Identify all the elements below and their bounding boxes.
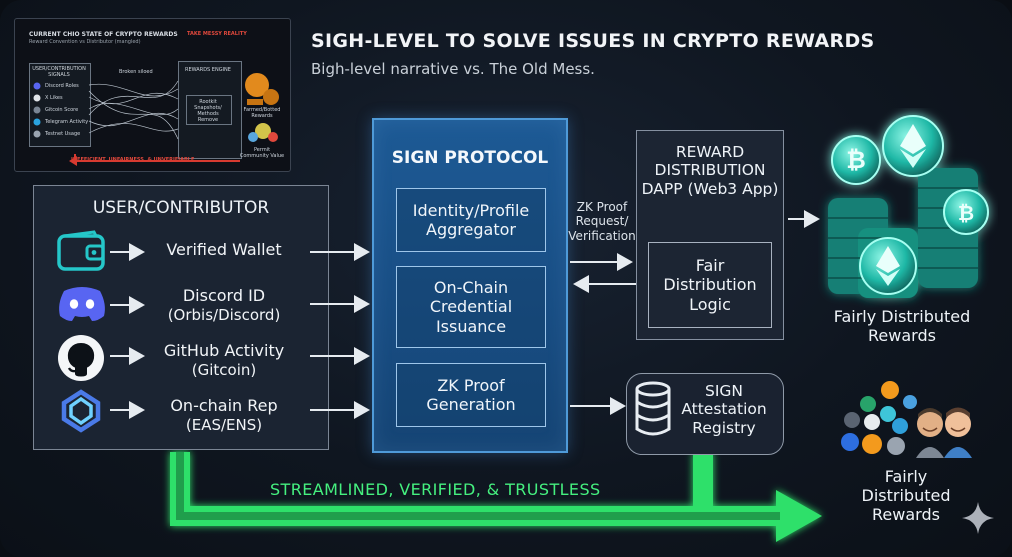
inset-title: CURRENT CHIO STATE OF CRYPTO REWARDS bbox=[29, 31, 178, 38]
inset-community-icon bbox=[255, 123, 271, 139]
ens-icon bbox=[61, 389, 101, 433]
zk-proof-generation-module: ZK Proof Generation bbox=[396, 363, 546, 427]
verified-wallet-label: Verified Wallet bbox=[166, 240, 282, 259]
inset-engine-label: REWARDS ENGINE bbox=[185, 67, 231, 73]
onchain-rep-label: On-chain Rep bbox=[170, 396, 278, 415]
inset-broken-label: Broken siloed bbox=[119, 69, 153, 75]
inset-item: Discord Roles bbox=[45, 83, 79, 89]
database-icon bbox=[635, 381, 671, 436]
tokens-and-people-icon bbox=[841, 381, 972, 458]
attestation-registry-box bbox=[626, 373, 784, 455]
inset-tangled-lines bbox=[88, 80, 179, 140]
user-contributor-box bbox=[33, 185, 329, 450]
inset-testnet-icon bbox=[33, 130, 41, 138]
inset-coin-icon bbox=[263, 89, 279, 105]
inset-subtitle: Reward Convention vs Distributor (mangle… bbox=[29, 39, 141, 45]
identity-aggregator-module: Identity/Profile Aggregator bbox=[396, 188, 546, 252]
onchain-rep-sub: (EAS/ENS) bbox=[185, 416, 263, 434]
wallet-icon bbox=[57, 230, 105, 271]
sign-protocol-title: SIGN PROTOCOL bbox=[391, 148, 549, 168]
fairly-distributed-rewards-bottom: Fairly Distributed Rewards bbox=[861, 467, 951, 524]
github-activity-sub: (Gitcoin) bbox=[191, 361, 257, 379]
streamlined-verified-trustless-label: STREAMLINED, VERIFIED, & TRUSTLESS bbox=[270, 480, 601, 499]
discord-icon bbox=[59, 287, 105, 321]
discord-id-sub: (Orbis/Discord) bbox=[167, 306, 281, 324]
inset-signals-header: USER/CONTRIBUTION SIGNALS bbox=[32, 66, 86, 78]
page-subtitle: Bigh-level narrative vs. The Old Mess. bbox=[311, 60, 595, 78]
svg-text:₿: ₿ bbox=[846, 146, 866, 174]
fairly-distributed-rewards-top: Fairly Distributed Rewards bbox=[833, 307, 971, 345]
inset-item: X Likes bbox=[45, 95, 63, 101]
inset-gitcoin-icon bbox=[33, 106, 41, 114]
reward-distribution-dapp-title: REWARD DISTRIBUTION DAPP (Web3 App) bbox=[641, 143, 779, 198]
inset-item: Gitcoin Score bbox=[45, 107, 79, 113]
discord-id-label: Discord ID bbox=[182, 286, 266, 305]
inset-engine-header: TAKE MESSY REALITY bbox=[187, 31, 247, 37]
github-icon bbox=[58, 335, 104, 381]
github-activity-label: GitHub Activity bbox=[163, 341, 285, 360]
inset-farmed-label: Farmed/Botted Rewards bbox=[243, 107, 281, 119]
page-title: SIGH-LEVEL TO SOLVE ISSUES IN CRYPTO REW… bbox=[311, 30, 875, 52]
credential-issuance-module: On-Chain Credential Issuance bbox=[396, 266, 546, 348]
inset-x-icon bbox=[33, 94, 41, 102]
sparkle-icon bbox=[962, 502, 994, 534]
inset-graphics bbox=[33, 73, 279, 166]
inset-engine-inner-box bbox=[186, 95, 232, 125]
reward-distribution-dapp-box bbox=[636, 130, 784, 340]
attestation-registry-label: SIGN Attestation Registry bbox=[681, 382, 767, 437]
coin-stack-icon: ₿ ₿ bbox=[828, 115, 989, 298]
old-mess-inset: CURRENT CHIO STATE OF CRYPTO REWARDS Rew… bbox=[14, 18, 291, 172]
inset-engine-inner: Rootkit Snapshots/ Methods Remove bbox=[194, 99, 222, 123]
zk-proof-request-note: ZK Proof Request/ Verification bbox=[568, 200, 636, 243]
inset-item: Testnet Usage bbox=[45, 131, 81, 137]
inset-discord-icon bbox=[33, 82, 41, 90]
inset-telegram-icon bbox=[33, 118, 41, 126]
user-contributor-title: USER/CONTRIBUTOR bbox=[92, 198, 270, 218]
inset-bitcoin-coin-icon bbox=[245, 73, 269, 97]
inset-item: Telegram Activity bbox=[45, 119, 89, 125]
inset-coin-stack-icon bbox=[247, 99, 263, 105]
svg-text:₿: ₿ bbox=[958, 201, 974, 225]
inset-community-label: Permit Community Value bbox=[239, 147, 285, 159]
fair-distribution-logic-box: Fair Distribution Logic bbox=[648, 242, 772, 328]
